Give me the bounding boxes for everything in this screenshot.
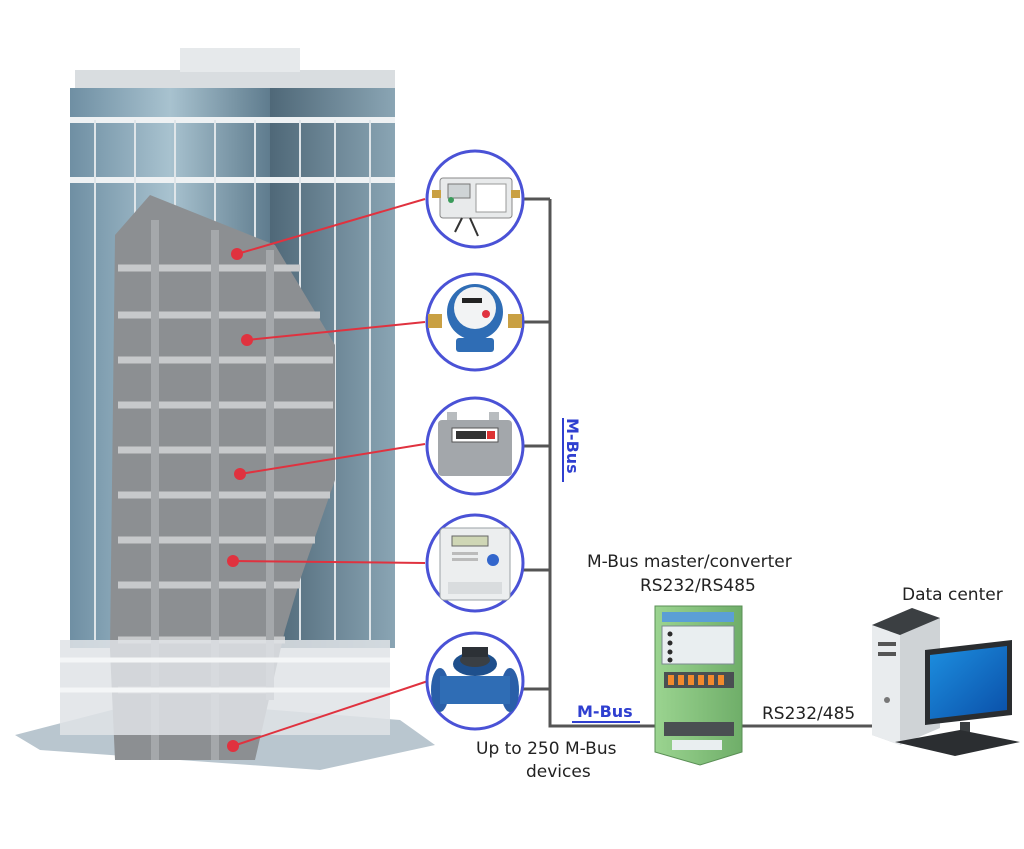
keyboard — [895, 730, 1020, 756]
meter-heat[interactable] — [425, 149, 525, 249]
device-count-label-line2: devices — [526, 762, 591, 782]
rs-link-label: RS232/485 — [762, 704, 856, 724]
podium-bands — [60, 657, 390, 693]
meter-location-lines — [232, 198, 429, 747]
data-center-computer[interactable] — [872, 608, 1020, 756]
data-center-label: Data center — [902, 585, 1003, 605]
mbus-logo-horizontal: M-Bus — [572, 702, 640, 723]
building — [15, 48, 435, 770]
meter-electricity[interactable] — [425, 513, 525, 613]
device-count-label-line1: Up to 250 M-Bus — [476, 739, 617, 759]
meter-gas[interactable] — [425, 396, 525, 496]
pc-tower — [872, 608, 940, 745]
heat-meter-icon — [432, 177, 520, 237]
water-meter-icon — [428, 284, 522, 352]
large-water-meter-icon — [431, 647, 519, 712]
floor-bands — [70, 117, 395, 183]
mbus-converter[interactable] — [654, 605, 743, 766]
converter-subtitle: RS232/RS485 — [640, 576, 756, 596]
monitor — [925, 640, 1012, 736]
meter-location-dots — [227, 248, 253, 752]
converter-title: M-Bus master/converter — [587, 552, 792, 572]
mbus-logo-vertical: M-Bus — [562, 418, 582, 482]
gas-meter-icon — [438, 412, 512, 476]
roof-structure — [180, 48, 300, 72]
electricity-meter-icon — [439, 527, 511, 601]
converter-rating-label — [672, 740, 722, 750]
meter-large-water[interactable] — [425, 631, 525, 731]
roof — [75, 70, 395, 90]
mbus-logo-horizontal-text: M-Bus — [577, 702, 633, 721]
converter-leds — [667, 631, 673, 663]
converter-label-strip — [662, 612, 734, 622]
converter-front-panel — [661, 625, 735, 665]
meter-water[interactable] — [425, 272, 525, 372]
mbus-logo-vertical-text: M-Bus — [563, 418, 582, 474]
converter-terminals — [664, 672, 734, 736]
